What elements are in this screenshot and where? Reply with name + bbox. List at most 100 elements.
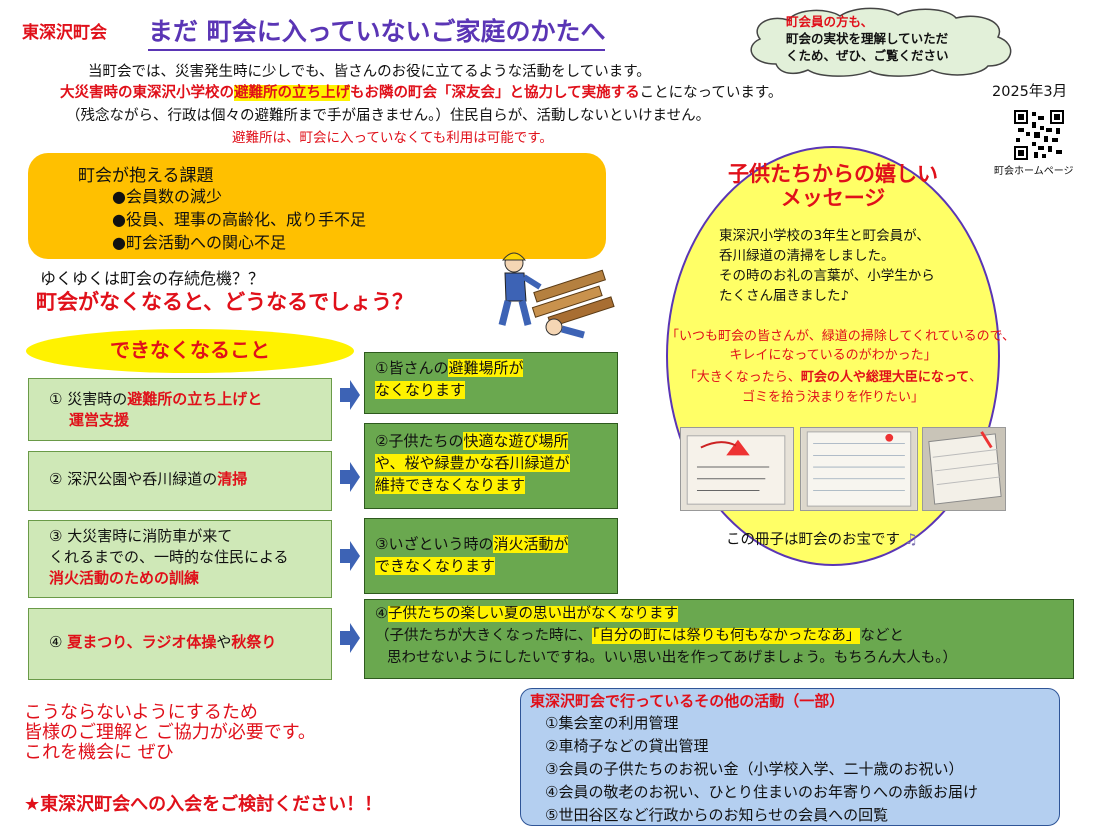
intro-note: 避難所は、町会に入っていなくても利用は可能です。 [232,130,553,146]
consequence-text: （子供たちが大きくなった時に、 [375,628,593,644]
message-title-line: 子供たちからの嬉しい [728,162,938,186]
arrow-right-icon [340,462,360,492]
consequence-text: 思わせないようにしたいですね。いい思い出を作ってあげましょう。もちろん大人も。） [387,650,957,666]
consequence-text: ④ [375,606,388,622]
message-line: たくさん届きました♪ [719,288,850,304]
cannot-activity-2: ② 深沢公園や呑川緑道の清掃 [28,451,332,511]
consequence-highlight: 維持できなくなります [375,476,526,494]
message-line: その時のお礼の言葉が、小学生から [719,268,935,284]
join-call-to-action: ★東深沢町会への入会をご検討ください！！ [24,794,383,815]
message-line: 東深沢小学校の3年生と町会員が、 [719,228,930,244]
consequence-highlight: 子供たちの楽しい夏の思い出がなくなります [388,606,678,622]
activity-highlight: 清掃 [217,470,248,488]
letter-photo [800,427,918,511]
intro-text: 大災害時の東深沢小学校の [60,85,234,101]
other-activities-title: 東深沢町会で行っているその他の活動（一部） [530,692,845,710]
treasure-text: この冊子は町会のお宝です [726,532,900,548]
intro-line-highlight: 大災害時の東深沢小学校の避難所の立ち上げもお隣の町会「深友会」と協力して実施する… [60,81,1093,102]
consequence-highlight: なくなります [375,381,466,399]
issue-item: ●会員数の減少 [112,187,222,206]
issue-item: ●役員、理事の高齢化、成り手不足 [112,210,366,229]
activity-highlight: 秋祭り [231,633,277,651]
activity-text: くれるまでの、一時的な住民による [49,548,289,566]
message-line: 呑川緑道の清掃をしました。 [719,248,895,264]
quote-line: キレイになっているのがわかった」 [729,348,937,363]
consequence-text: ②子供たちの [375,432,464,450]
qr-label: 町会ホームページ [994,166,1074,177]
consequence-text: ①皆さんの [375,359,449,377]
arrow-right-icon [340,380,360,410]
activity-text: ① 災害時の [49,390,128,408]
consequence-highlight: できなくなります [375,557,496,575]
cannot-activity-1: ① 災害時の避難所の立ち上げと 運営支援 [28,378,332,441]
consequence-text: ③いざという時の [375,535,494,553]
intro-text: もお隣の町会「深友会」と協力して実施する [350,85,640,101]
crisis-headline: 町会がなくなると、どうなるでしょう？ [36,290,414,314]
collapsing-building-worker-icon [498,252,615,339]
crisis-question: ゆくゆくは町会の存続危機？？ [40,269,265,288]
activity-text: や [216,633,232,651]
activity-highlight: 避難所の立ち上げと [127,390,263,408]
cannot-title: できなくなること [110,338,270,362]
activity-highlight: 運営支援 [69,411,130,429]
consequence-highlight: 「自分の町には祭りも何もなかったなあ」 [592,628,861,644]
cannot-activity-4: ④ 夏まつり、ラジオ体操や秋祭り [28,608,332,680]
consequence-3: ③いざという時の消火活動が できなくなります [364,518,618,594]
consequence-highlight: や、桜や緑豊かな呑川緑道が [375,454,570,472]
thank-you-card-photo [680,427,794,511]
closing-line: これを機会に ぜひ [24,742,174,763]
cloud-message: 町会員の方も、 町会の実状を理解していただ くため、ぜひ、ご覧ください [786,13,1016,64]
quote-line: 「大きくなったら、町会の人や総理大臣になって、 [666,368,1000,387]
intro-line: 当町会では、災害発生時に少しでも、皆さんのお役に立てるような活動をしています。 [88,64,651,80]
issue-item: ●町会活動への関心不足 [112,233,286,252]
issues-panel [28,153,606,259]
arrow-right-icon [340,623,360,653]
activity-item: ④会員の敬老のお祝い、ひとり住まいのお年寄りへの赤飯お届け [545,783,979,801]
booklet-stack-photo [922,427,1006,511]
org-name: 東深沢町会 [22,23,107,43]
arrow-right-icon [340,541,360,571]
activity-text: ③ 大災害時に消防車が来て [49,527,233,545]
activity-item: ①集会室の利用管理 [545,714,679,732]
quote-text: 「大きくなったら、 [683,370,801,385]
closing-line: 皆様のご理解と ご協力が必要です。 [24,722,316,743]
cloud-bubble-icon [750,7,1012,77]
issues-title: 町会が抱える課題 [78,166,214,186]
activity-item: ③会員の子供たちのお祝い金（小学校入学、二十歳のお祝い） [545,760,964,778]
closing-message: こうならないようにするため 皆様のご理解と ご協力が必要です。 これを機会に ぜ… [24,703,316,763]
message-title-line: メッセージ [780,186,886,210]
quote-line: 「いつも町会の皆さんが、緑道の掃除してくれているので、 [666,329,1016,344]
message-body: 東深沢小学校の3年生と町会員が、 呑川緑道の清掃をしました。 その時のお礼の言葉… [719,226,935,306]
consequence-2: ②子供たちの快適な遊び場所 や、桜や緑豊かな呑川緑道が 維持できなくなります [364,423,618,509]
consequence-highlight: 避難場所が [448,359,524,377]
activity-item: ⑤世田谷区など行政からのお知らせの会員への回覧 [545,806,889,824]
page-title: まだ 町会に入っていないご家庭のかたへ [148,12,606,51]
cloud-line: 町会員の方も、 [786,14,874,29]
activity-item: ②車椅子などの貸出管理 [545,737,709,755]
activity-highlight: 消火活動のための訓練 [49,569,200,587]
cloud-line: くため、ぜひ、ご覧ください [786,48,949,63]
intro-line: （残念ながら、行政は個々の避難所まで手が届きません。）住民自らが、活動しないとい… [66,108,711,124]
closing-line: こうならないようにするため [24,702,258,723]
activity-highlight: 夏まつり、ラジオ体操 [67,633,217,651]
consequence-highlight: 消火活動が [493,535,569,553]
quote-highlight: 町会の人や総理大臣になって [800,370,970,385]
qr-code-icon[interactable] [1014,110,1064,160]
other-activities-panel [520,688,1060,826]
activity-text: ② 深沢公園や呑川緑道の [49,470,218,488]
cannot-title-badge [26,329,354,373]
consequence-highlight: 快適な遊び場所 [463,432,569,450]
music-notes-icon: ♫ [904,532,918,548]
activity-text: ④ [49,633,68,651]
consequence-4: ④子供たちの楽しい夏の思い出がなくなります （子供たちが大きくなった時に、「自分… [364,599,1074,679]
message-title: 子供たちからの嬉しい メッセージ [666,162,1000,210]
issue-date: 2025年3月 [992,84,1068,100]
intro-highlight: 避難所の立ち上げ [234,85,350,101]
cloud-line: 町会の実状を理解していただ [786,31,949,46]
treasure-caption: この冊子は町会のお宝です ♫ [726,528,918,549]
intro-text: ことになっています。 [639,85,783,101]
quote-line: ゴミを拾う決まりを作りたい」 [741,390,924,405]
cannot-activity-3: ③ 大災害時に消防車が来て くれるまでの、一時的な住民による 消火活動のための訓… [28,520,332,598]
quote-text: 、 [969,370,983,385]
consequence-1: ①皆さんの避難場所が なくなります [364,352,618,414]
